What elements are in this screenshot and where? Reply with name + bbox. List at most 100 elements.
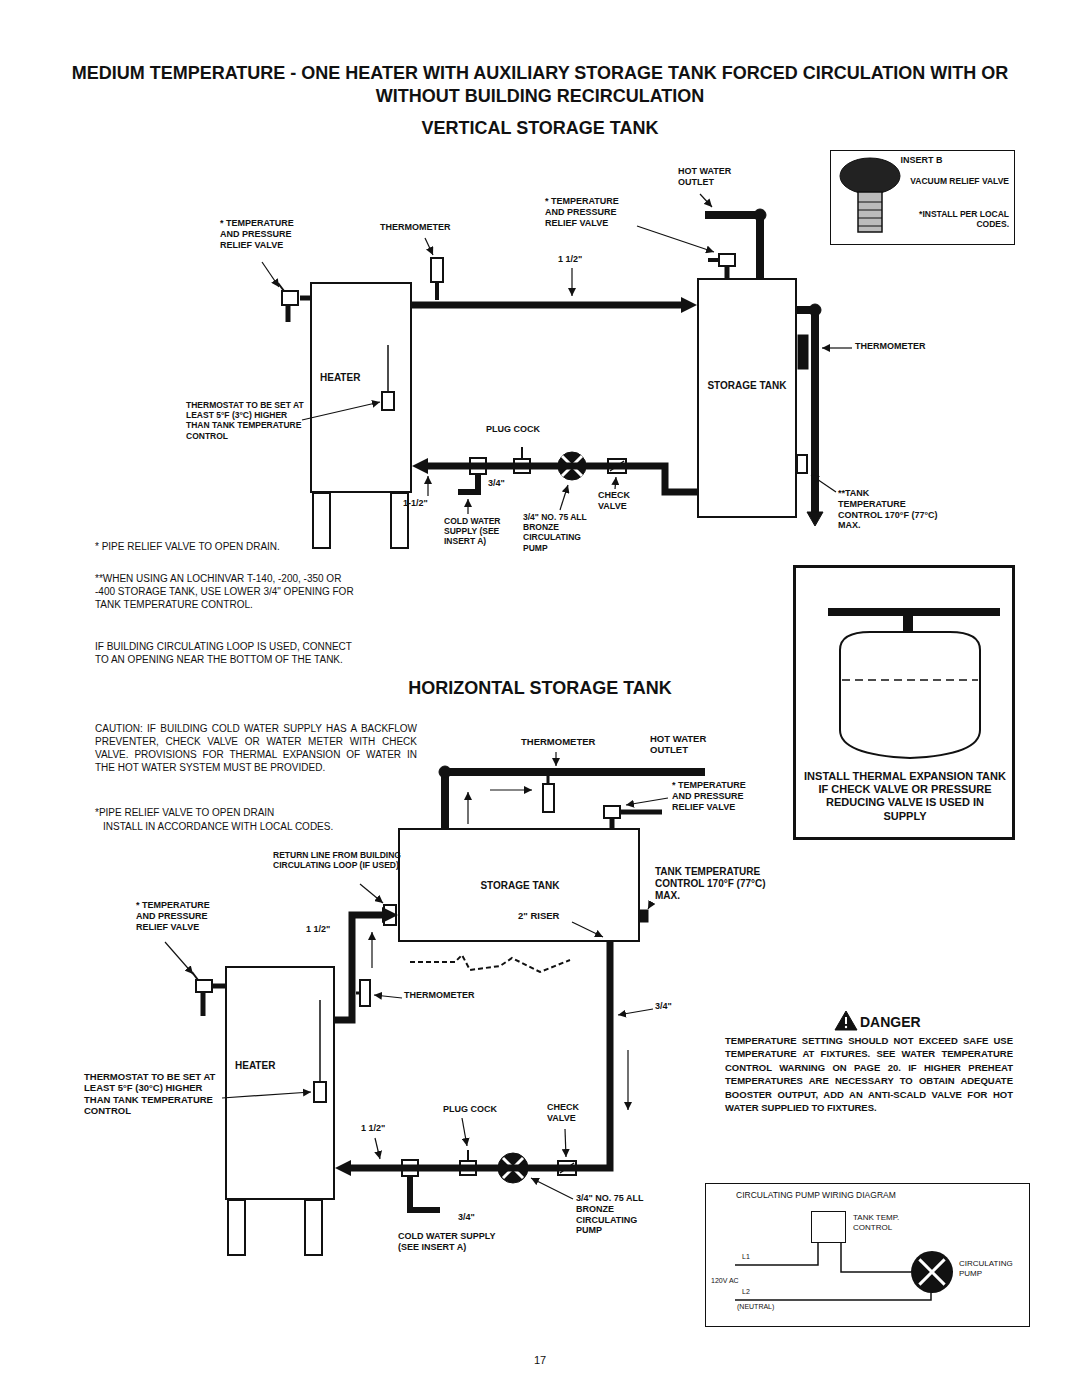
part-label: COLD WATER SUPPLY (SEE INSERT A) bbox=[398, 1231, 513, 1253]
leader-line bbox=[618, 1009, 653, 1015]
thermostat bbox=[314, 1082, 326, 1102]
note-text: INSTALL IN ACCORDANCE WITH LOCAL CODES. bbox=[103, 820, 403, 833]
part-label: THERMOMETER bbox=[380, 222, 460, 233]
leader-line bbox=[572, 922, 603, 937]
pipe-connector bbox=[412, 302, 685, 309]
part-label: THERMOMETER bbox=[404, 990, 484, 1001]
drain-pipe bbox=[201, 992, 206, 1016]
node-title: CIRCULATING PUMP bbox=[959, 1259, 1019, 1278]
pipe-size-label: 1 1/2" bbox=[557, 254, 583, 265]
node-title: HEATER bbox=[235, 1060, 315, 1072]
pipe-elbow bbox=[439, 766, 451, 778]
node-title: CIRCULATING PUMP WIRING DIAGRAM bbox=[736, 1190, 996, 1200]
thermometer bbox=[360, 980, 370, 1006]
thermostat-probe bbox=[387, 345, 389, 392]
flow-arrow bbox=[467, 792, 468, 824]
section-heading: HORIZONTAL STORAGE TANK bbox=[380, 678, 700, 700]
horizontal-system-parts bbox=[165, 752, 931, 1300]
leader-line bbox=[560, 485, 568, 510]
part-label: PLUG COCK bbox=[443, 1104, 505, 1115]
thermometer bbox=[798, 335, 808, 369]
thermometer-stem bbox=[435, 282, 439, 300]
leader-line bbox=[302, 402, 380, 420]
pipe-connector bbox=[424, 466, 697, 492]
leader-line bbox=[427, 476, 428, 496]
pump-cross bbox=[911, 1251, 953, 1293]
expansion-tank-figure bbox=[828, 612, 1000, 758]
leader-line bbox=[555, 752, 556, 766]
pipe-size-label: 1 1/2" bbox=[305, 924, 331, 935]
leader-line bbox=[626, 798, 668, 805]
wire-l2 bbox=[735, 1292, 931, 1300]
node-text: VACUUM RELIEF VALVE bbox=[909, 176, 1009, 186]
wiring-diagram-box: CIRCULATING PUMP WIRING DIAGRAM TANK TEMP… bbox=[705, 1183, 1030, 1327]
circulation-loop bbox=[410, 955, 570, 972]
thermometer-stem bbox=[547, 776, 550, 784]
warning-triangle bbox=[835, 1011, 857, 1030]
wire-l1 bbox=[735, 1242, 818, 1265]
part-label: THERMOMETER bbox=[521, 736, 606, 747]
dimension-label: 3/4" bbox=[655, 1001, 681, 1012]
note-text: **WHEN USING AN LOCHINVAR T-140, -200, -… bbox=[95, 572, 360, 611]
insert-box: INSERT BVACUUM RELIEF VALVE*INSTALL PER … bbox=[830, 150, 1015, 245]
part-label: THERMOMETER bbox=[855, 341, 940, 352]
control-box: TANK TEMP. CONTROL bbox=[811, 1211, 921, 1251]
node-title: HEATER bbox=[320, 372, 400, 384]
node-title: STORAGE TANK bbox=[703, 380, 791, 392]
leader-line bbox=[375, 1138, 380, 1159]
cold-water-pipe bbox=[458, 474, 478, 492]
part-label: TANK TEMPERATURE CONTROL 170°F (77°C) MA… bbox=[655, 866, 780, 902]
part-label: THERMOSTAT TO BE SET AT LEAST 5°F (30°C)… bbox=[84, 1071, 220, 1117]
tank-control bbox=[640, 910, 648, 922]
drain-pipe bbox=[708, 258, 719, 262]
part-label: 3/4" NO. 75 ALL BRONZE CIRCULATING PUMP bbox=[576, 1193, 652, 1236]
wire-label: (NEUTRAL) bbox=[737, 1303, 787, 1311]
leader-line bbox=[462, 1118, 467, 1146]
warning-mark bbox=[845, 1026, 847, 1028]
leader-line bbox=[648, 902, 652, 909]
expansion-tank-box: INSTALL THERMAL EXPANSION TANK IF CHECK … bbox=[793, 565, 1015, 840]
wire-label: 120V AC bbox=[711, 1277, 745, 1285]
outlet-pipe bbox=[445, 772, 705, 828]
storage-tank: STORAGE TANK bbox=[398, 828, 640, 942]
flow-arrow bbox=[807, 512, 823, 526]
wire-label: L2 bbox=[742, 1288, 756, 1296]
leader-line bbox=[425, 238, 433, 255]
control-symbol bbox=[811, 1211, 846, 1243]
outlet-pipe bbox=[705, 215, 760, 278]
part-label: * TEMPERATURE AND PRESSURE RELIEF VALVE bbox=[545, 196, 635, 228]
node-title: INSERT B bbox=[831, 155, 1012, 166]
pipe-elbow bbox=[754, 209, 766, 221]
thread-line bbox=[858, 226, 882, 227]
valve-stem bbox=[725, 266, 730, 278]
wire-label: L1 bbox=[742, 1253, 756, 1261]
note-text: *PIPE RELIEF VALVE TO OPEN DRAIN bbox=[95, 806, 395, 819]
heater-leg bbox=[228, 1200, 245, 1255]
note-text: * PIPE RELIEF VALVE TO OPEN DRAIN. bbox=[95, 540, 375, 553]
part-label: * TEMPERATURE AND PRESSURE RELIEF VALVE bbox=[220, 218, 315, 250]
flow-arrow bbox=[490, 789, 532, 790]
pipe-connector bbox=[347, 942, 610, 1168]
pipe-elbow bbox=[809, 304, 821, 316]
dimension-label: 3/4" bbox=[488, 478, 514, 489]
part-label: * TEMPERATURE AND PRESSURE RELIEF VALVE bbox=[136, 900, 231, 932]
insert-b-figure bbox=[840, 158, 900, 232]
supply-pipe bbox=[828, 608, 1000, 616]
leader-line bbox=[615, 477, 616, 489]
warning-text: TEMPERATURE SETTING SHOULD NOT EXCEED SA… bbox=[725, 1034, 1013, 1115]
tank-control bbox=[797, 455, 807, 473]
leader-line bbox=[360, 884, 383, 903]
valve-body bbox=[858, 192, 882, 232]
dimension-label: 2" RISER bbox=[518, 910, 570, 921]
part-label: HOT WATER OUTLET bbox=[650, 733, 720, 756]
thread-line bbox=[858, 218, 882, 219]
leader-line bbox=[531, 1178, 573, 1199]
part-label: CHECK VALVE bbox=[598, 490, 642, 512]
page-title: MEDIUM TEMPERATURE - ONE HEATER WITH AUX… bbox=[60, 62, 1020, 109]
pump-cross-line bbox=[919, 1259, 944, 1284]
thermometer bbox=[431, 258, 443, 282]
thread-line bbox=[858, 202, 882, 203]
note-text: CAUTION: IF BUILDING COLD WATER SUPPLY H… bbox=[95, 722, 417, 774]
